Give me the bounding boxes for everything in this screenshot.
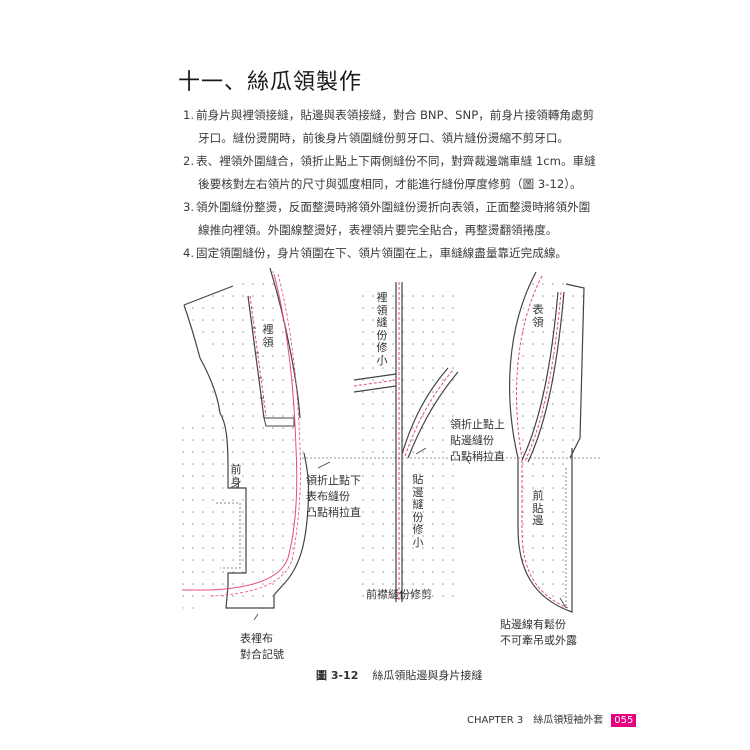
front-body-piece [180,267,310,614]
pointer-arrow [253,447,427,621]
label-notch-above-1: 領折止點上 [450,418,505,431]
page-number: 055 [611,714,637,727]
step-text: 固定領圍縫份，身片領圍在下、領片領圍在上，車縫線盡量靠近完成線。 [196,246,568,260]
label-notch-below-1: 領折止點下 [306,474,361,487]
label-outer-collar: 表領 [532,303,544,329]
step-2: 2.表、裡領外圍縫合，領折止點上下兩側縫份不同，對齊裁邊端車縫 1cm。車縫 後… [183,150,613,196]
pointer-arrow [465,457,567,609]
label-front-body: 前身 [230,463,242,489]
page-title: 十一、絲瓜領製作 [178,70,363,95]
chapter-label: CHAPTER 3 [467,715,524,726]
figure-number: 圖 3-12 [316,669,359,682]
label-front-trim: 前襟縫份修剪 [366,588,432,601]
label-match-mark-2: 對合記號 [240,648,284,661]
sewing-diagram: 裡領 前身 領折止點下 表布縫份 凸點稍拉直 裡領縫份修小 領折止點上 貼邊縫份… [170,267,630,661]
step-1: 1.前身片與裡領接縫，貼邊與表領接縫，對合 BNP、SNP，前身片接領轉角處剪 … [183,104,613,150]
label-notch-below-3: 凸點稍拉直 [306,506,361,519]
label-front-facing: 前貼邊 [532,489,544,527]
step-number: 4. [183,246,195,260]
label-notch-below-2: 表布縫份 [306,490,350,503]
step-4: 4.固定領圍縫份，身片領圍在下、領片領圍在上，車縫線盡量靠近完成線。 [183,242,613,265]
step-text: 前身片與裡領接縫，貼邊與表領接縫，對合 BNP、SNP，前身片接領轉角處剪 [196,108,595,122]
instruction-list: 1.前身片與裡領接縫，貼邊與表領接縫，對合 BNP、SNP，前身片接領轉角處剪 … [183,104,613,265]
step-text: 領外圍縫份整燙，反面整燙時將領外圍縫份燙折向表領，正面整燙時將領外圍 [196,200,591,214]
label-notch-above-3: 凸點稍拉直 [450,450,505,463]
step-text-cont: 線推向裡領。外圍線整燙好，表裡領片要完全貼合，再整燙翻領捲度。 [198,223,558,237]
step-number: 1. [183,108,195,122]
step-3: 3.領外圍縫份整燙，反面整燙時將領外圍縫份燙折向表領，正面整燙時將領外圍 線推向… [183,196,613,242]
page-footer: CHAPTER 3 絲瓜領短袖外套 055 [467,711,637,727]
label-match-mark-1: 表裡布 [240,632,273,645]
step-number: 3. [183,200,195,214]
pattern-drawing [180,267,600,621]
label-facing-note-2: 不可牽吊或外露 [500,634,577,647]
label-inner-collar-trim: 裡領縫份修小 [376,291,388,367]
figure-title: 絲瓜領貼邊與身片接縫 [372,669,483,682]
label-inner-collar: 裡領 [262,323,274,349]
step-text: 表、裡領外圍縫合，領折止點上下兩側縫份不同，對齊裁邊端車縫 1cm。車縫 [196,154,596,168]
label-facing-trim: 貼邊縫份修小 [412,473,424,549]
step-text-cont: 牙口。縫份燙開時，前後身片領圍縫份剪牙口、領片縫份燙縮不剪牙口。 [198,131,570,145]
label-notch-above-2: 貼邊縫份 [450,434,494,447]
right-piece [509,271,585,614]
figure-caption: 圖 3-12 絲瓜領貼邊與身片接縫 [316,667,482,683]
chapter-title: 絲瓜領短袖外套 [533,715,604,726]
step-number: 2. [183,154,195,168]
middle-piece [353,282,459,602]
label-facing-note-1: 貼邊線有鬆份 [500,618,566,631]
step-text-cont: 後要核對左右領片的尺寸與弧度相同，才能進行縫份厚度修剪（圖 3-12）。 [198,177,582,191]
